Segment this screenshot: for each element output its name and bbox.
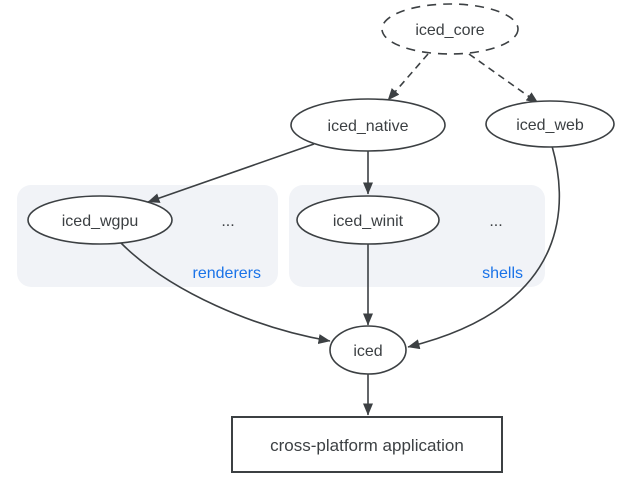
node-iced-native-label: iced_native <box>328 118 409 135</box>
edge-wgpu-to-iced <box>120 242 331 344</box>
node-iced-native <box>290 98 446 152</box>
node-iced-winit-label: iced_winit <box>333 213 404 230</box>
node-iced-wgpu <box>27 195 173 245</box>
shells-ellipsis: ... <box>489 213 502 230</box>
node-iced-winit <box>296 195 440 245</box>
edge-web-to-iced <box>407 145 561 350</box>
edge-core-to-web <box>468 53 539 104</box>
node-iced-web-label: iced_web <box>516 117 584 134</box>
edge-core-to-native <box>387 53 429 101</box>
renderers-group-label: renderers <box>193 265 261 282</box>
node-iced-wgpu-label: iced_wgpu <box>62 213 139 230</box>
node-iced-core <box>381 3 519 55</box>
edge-native-to-wgpu <box>147 143 315 203</box>
shells-group-label: shells <box>482 265 523 282</box>
node-iced-web <box>485 100 615 148</box>
node-iced-core-label: iced_core <box>415 22 484 39</box>
node-iced <box>329 325 407 375</box>
node-application-box <box>231 416 503 473</box>
node-iced-label: iced <box>353 343 382 360</box>
node-application-label: cross-platform application <box>270 436 464 455</box>
renderers-ellipsis: ... <box>221 213 234 230</box>
